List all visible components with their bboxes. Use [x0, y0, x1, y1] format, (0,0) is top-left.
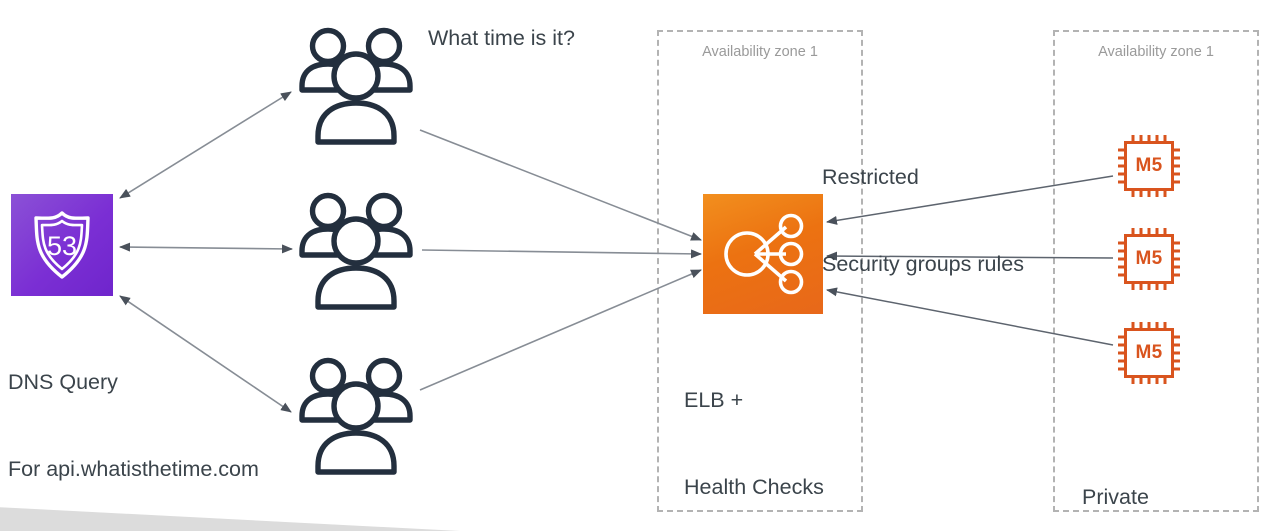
- edge-users2-route53: [119, 242, 293, 254]
- route-53-number: 53: [47, 231, 77, 261]
- users-group-1[interactable]: [292, 24, 420, 148]
- availability-zone-right-label: Availability zone 1: [1098, 44, 1214, 60]
- dns-query-line1: DNS Query: [8, 370, 118, 395]
- user-question-label: What time is it?: [428, 24, 575, 53]
- private-ec2-caption: Private EC2 instances: [1082, 425, 1227, 531]
- elb-caption: ELB + Health Checks: [684, 328, 824, 531]
- ec2-instance-1[interactable]: M5: [1114, 131, 1184, 201]
- route-53-shield-icon: 53: [34, 211, 90, 279]
- elb-caption-line1: ELB +: [684, 388, 744, 413]
- ec2-chip-icon: [1118, 135, 1180, 197]
- users-group-icon: [299, 357, 413, 475]
- users-group-icon: [299, 27, 413, 145]
- ec2-instance-2-label: M5: [1135, 248, 1163, 269]
- ec2-instance-3-label: M5: [1135, 342, 1163, 363]
- users-group-3[interactable]: [292, 354, 420, 478]
- ec2-instance-1-label: M5: [1135, 155, 1163, 176]
- elb-caption-line2: Health Checks: [684, 475, 824, 500]
- users-group-2[interactable]: [292, 189, 420, 313]
- private-ec2-line1: Private: [1082, 485, 1149, 510]
- security-groups-annotation: Restricted Security groups rules: [822, 105, 1024, 337]
- availability-zone-left-label: Availability zone 1: [702, 44, 818, 60]
- users-group-icon: [299, 192, 413, 310]
- dns-query-caption: DNS Query For api.whatisthetime.com Alia…: [8, 310, 338, 531]
- availability-zone-right: Availability zone 1: [1053, 30, 1259, 512]
- dns-query-line2: For api.whatisthetime.com: [8, 457, 259, 482]
- edge-users1-route53: [119, 91, 292, 199]
- elastic-load-balancer-icon[interactable]: [703, 194, 823, 314]
- security-groups-line2: Security groups rules: [822, 252, 1024, 277]
- ec2-instance-2[interactable]: M5: [1114, 224, 1184, 294]
- ec2-instance-3[interactable]: M5: [1114, 318, 1184, 388]
- ec2-chip-icon: [1118, 228, 1180, 290]
- ec2-chip-icon: [1118, 322, 1180, 384]
- route-53-icon[interactable]: 53: [11, 194, 113, 296]
- security-groups-line1: Restricted: [822, 165, 919, 190]
- user-question-text: What time is it?: [428, 26, 575, 50]
- load-balancer-graph-icon: [724, 213, 804, 295]
